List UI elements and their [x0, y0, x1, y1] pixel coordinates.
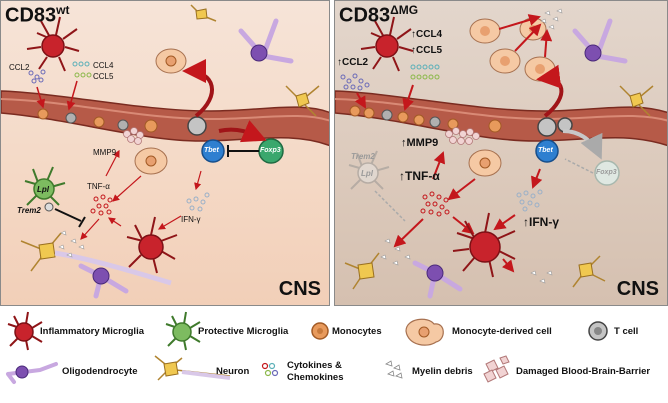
- label-mmp9: MMP9: [93, 148, 117, 157]
- panel-cd83-wildtype: CD83wt CCL2 CCL4 CCL5 MMP9 TNF-α IFN-γ L…: [0, 0, 330, 306]
- damaged-bbb-icon: [483, 355, 510, 383]
- label-foxp3: Foxp3: [260, 147, 281, 154]
- myelin-debris-icon: [385, 360, 403, 379]
- monocyte: [413, 114, 425, 126]
- monocyte: [349, 105, 361, 117]
- monocyte: [144, 119, 158, 133]
- legend-label-neuron: Neuron: [216, 366, 250, 377]
- monocyte-derived-cells-top: [469, 17, 556, 82]
- oligodendrocyte-top: [238, 18, 294, 64]
- legend-label-monocytes: Monocytes: [332, 326, 382, 337]
- legend-icons: [6, 311, 608, 384]
- t-cell: [537, 117, 557, 137]
- label-ccl2: ↑CCL2: [337, 57, 369, 68]
- label-ccl4: ↑CCL4: [411, 29, 443, 40]
- myelin-debris-bottom: [380, 238, 553, 284]
- t-cell: [65, 112, 77, 124]
- legend-label-myelin-debris: Myelin debris: [412, 366, 473, 377]
- monocyte-icon: [311, 322, 329, 340]
- dmg-illustration: [335, 8, 667, 299]
- oligodendrocyte-icon: [6, 362, 58, 384]
- label-trem2: Trem2: [351, 152, 375, 161]
- inflammatory-microglia-icon: [7, 311, 43, 351]
- oligodendrocyte-top: [572, 18, 628, 64]
- label-ccl5: ↑CCL5: [411, 45, 443, 56]
- label-ccl2: CCL2: [9, 63, 30, 72]
- legend: Inflammatory Microglia Protective Microg…: [0, 306, 668, 403]
- legend-label-inflammatory-microglia: Inflammatory Microglia: [40, 326, 144, 337]
- t-cell-foxp3-reduced: [594, 160, 620, 186]
- label-tnfa: ↑TNF-α: [399, 169, 440, 183]
- inflammatory-microglia-top: [26, 16, 80, 72]
- neuron-top: [285, 85, 320, 117]
- title-main: CD83: [339, 4, 391, 27]
- title-sup: wt: [56, 3, 70, 17]
- label-lpl: Lpl: [37, 185, 49, 194]
- label-mmp9: ↑MMP9: [401, 137, 439, 149]
- monocyte: [363, 107, 375, 119]
- legend-label-cytokines: Cytokines & Chemokines: [287, 360, 344, 383]
- monocyte: [488, 119, 502, 133]
- myelin-debris-top: [540, 8, 563, 30]
- label-lpl: Lpl: [361, 169, 373, 178]
- neuron-bottom-right: [572, 255, 606, 288]
- label-ccl5: CCL5: [93, 72, 114, 81]
- t-cell: [117, 119, 129, 131]
- region-label-cns: CNS: [278, 278, 321, 300]
- wt-illustration: [1, 4, 329, 299]
- protective-microglia-reduced: [348, 150, 390, 190]
- label-trem2: Trem2: [17, 206, 41, 215]
- neuron-top-left: [190, 4, 217, 22]
- monocyte: [93, 116, 105, 128]
- label-ifng: ↑IFN-γ: [523, 215, 559, 229]
- damaged-bbb-cluster: [445, 127, 480, 145]
- blood-vessel: [1, 90, 329, 147]
- legend-label-damaged-bbb: Damaged Blood-Brain-Barrier: [516, 366, 651, 377]
- panel-title-dmg: CD83ΔMG: [339, 3, 418, 28]
- t-cell: [429, 116, 441, 128]
- protective-microglia-icon: [165, 311, 201, 351]
- legend-label-t-cell: T cell: [614, 326, 639, 337]
- legend-label-oligodendrocyte: Oligodendrocyte: [62, 366, 138, 377]
- label-foxp3: Foxp3: [596, 169, 617, 176]
- title-main: CD83: [5, 4, 57, 27]
- label-tnfa: TNF-α: [87, 182, 110, 191]
- t-cell: [187, 116, 207, 136]
- monocyte: [397, 111, 409, 123]
- label-tbet: Tbet: [538, 147, 553, 154]
- protective-microglia: [24, 166, 66, 206]
- neuron-bottom: [344, 252, 380, 290]
- inflammatory-microglia-bottom: [452, 212, 516, 278]
- legend-label-monocyte-derived-cell: Monocyte-derived cell: [452, 326, 552, 337]
- t-cell: [381, 109, 393, 121]
- cytokines-icon: [261, 362, 279, 377]
- panel-cd83-microglia-deleted: CD83ΔMG ↑CCL2 ↑CCL4 ↑CCL5 ↑MMP9 ↑TNF-α ↑…: [334, 0, 668, 306]
- title-sup: ΔMG: [390, 3, 419, 17]
- inflammatory-microglia-top: [360, 16, 414, 72]
- label-tbet: Tbet: [204, 147, 219, 154]
- t-cell-icon: [588, 321, 608, 341]
- neuron-top: [619, 85, 654, 117]
- oligodendrocyte-bottom: [78, 263, 129, 299]
- region-label-cns: CNS: [616, 278, 659, 300]
- monocyte-derived-cell-icon: [405, 318, 444, 346]
- t-cell-tbet: [201, 139, 225, 163]
- oligodendrocyte-bottom: [412, 260, 463, 299]
- damaged-bbb-cluster: [123, 127, 144, 145]
- monocyte: [37, 108, 49, 120]
- label-ifng: IFN-γ: [181, 215, 201, 224]
- legend-label-protective-microglia: Protective Microglia: [198, 326, 289, 337]
- inflammatory-microglia-bottom: [126, 216, 178, 274]
- t-cell-tbet: [535, 139, 559, 163]
- label-ccl4: CCL4: [93, 61, 114, 70]
- neuron-icon: [154, 355, 231, 381]
- panel-title-wt: CD83wt: [5, 3, 69, 28]
